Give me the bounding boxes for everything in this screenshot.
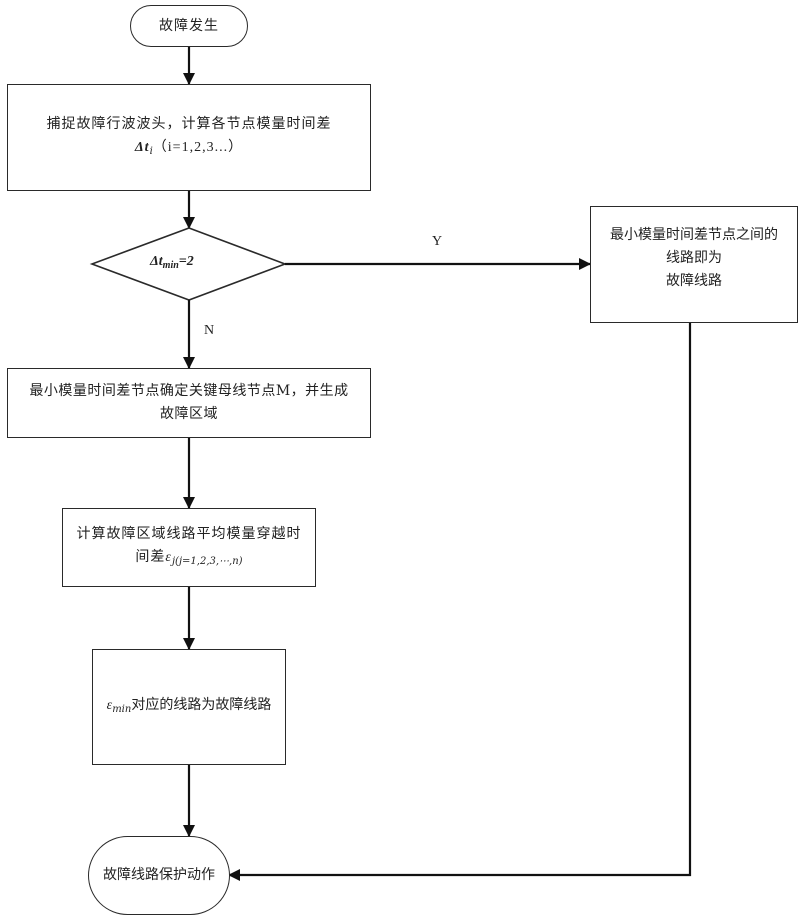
yes-result-line1: 最小模量时间差节点之间的: [610, 227, 778, 243]
end-label: 故障线路保护动作: [103, 867, 215, 883]
epsilon-symbol: ε: [165, 549, 172, 565]
capture-text: 捕捉故障行波波头，计算各节点模量时间差: [46, 115, 332, 132]
decision-subscript: min: [162, 260, 179, 271]
delta-t-subscript: i: [149, 145, 153, 157]
min-epsilon-text: 对应的线路为故障线路: [131, 696, 272, 713]
decision-symbol: Δt: [150, 254, 163, 269]
no-label: N: [204, 323, 215, 338]
decision-condition: Δtmin=2: [150, 254, 194, 271]
arrow-yes-result-to-end: [228, 323, 692, 881]
delta-t-symbol: Δt: [134, 139, 150, 155]
min-epsilon-box: εmin对应的线路为故障线路: [92, 649, 286, 765]
end-terminal: 故障线路保护动作: [88, 836, 230, 915]
epsilon-min-symbol: ε: [106, 697, 113, 713]
fault-region-line1: 最小模量时间差节点确定关键母线节点M，并生成: [29, 383, 349, 399]
yes-result-line3: 故障线路: [666, 273, 722, 289]
yes-result-box: 最小模量时间差节点之间的 线路即为 故障线路: [590, 206, 798, 323]
fault-region-line2: 故障区域: [160, 406, 218, 422]
avg-time-line1: 计算故障区域线路平均模量穿越时: [76, 525, 302, 542]
avg-time-prefix: 间差: [135, 548, 166, 565]
epsilon-subscript: j(j=1,2,3,⋯,n): [171, 555, 243, 567]
avg-time-box: 计算故障区域线路平均模量穿越时 间差εj(j=1,2,3,⋯,n): [62, 508, 316, 587]
yes-label: Y: [432, 234, 443, 249]
yes-result-line2: 线路即为: [666, 250, 722, 266]
decision-value: =2: [178, 254, 194, 269]
epsilon-min-subscript: min: [112, 703, 132, 715]
start-terminal: 故障发生: [130, 5, 248, 47]
index-range: （i=1,2,3...）: [152, 139, 244, 155]
fault-region-box: 最小模量时间差节点确定关键母线节点M，并生成 故障区域: [7, 368, 371, 438]
capture-wave-box: 捕捉故障行波波头，计算各节点模量时间差 Δti（i=1,2,3...）: [7, 84, 371, 191]
start-label: 故障发生: [159, 17, 219, 34]
